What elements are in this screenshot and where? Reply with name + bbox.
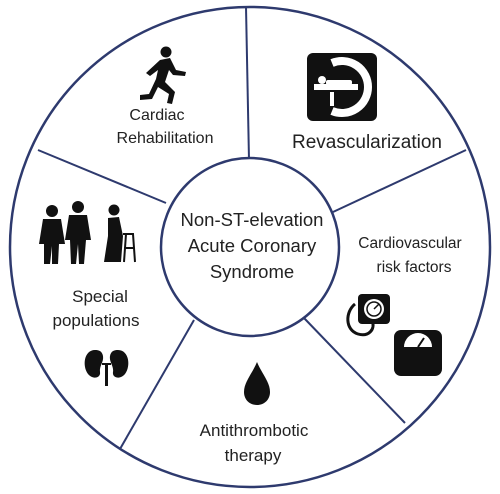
divider-right (332, 149, 467, 213)
special-populations-label-line-1: Special (72, 287, 128, 306)
center-title-line-2: Acute Coronary (188, 235, 317, 256)
center-title-line-3: Syndrome (210, 261, 294, 282)
cardiac-rehab-label-line-2: Rehabilitation (117, 130, 214, 147)
cardiac-rehab-label-line-1: Cardiac (129, 107, 184, 124)
divider-bottom-right (303, 317, 406, 424)
special-populations-label-line-2: populations (53, 311, 140, 330)
antithrombotic-label-line-2: therapy (225, 446, 282, 465)
divider-left (37, 149, 167, 204)
center-title-line-1: Non-ST-elevation (181, 209, 324, 230)
cath-lab-scanner-icon (307, 53, 377, 121)
blood-pressure-monitor-icon (346, 294, 390, 337)
runner-icon (140, 46, 186, 104)
divider-bottom-left (119, 319, 195, 450)
weight-scale-icon (394, 330, 442, 376)
cv-risk-label-line-2: risk factors (377, 259, 452, 276)
kidneys-icon (84, 350, 129, 386)
elderly-people-icon (39, 201, 136, 264)
revascularization-label: Revascularization (292, 132, 442, 153)
center-circle (159, 156, 341, 338)
divider-top (245, 6, 250, 161)
outer-circle (8, 5, 492, 489)
blood-drop-icon (244, 362, 270, 405)
cv-risk-label-line-1: Cardiovascular (358, 235, 461, 252)
antithrombotic-label-line-1: Antithrombotic (200, 421, 309, 440)
